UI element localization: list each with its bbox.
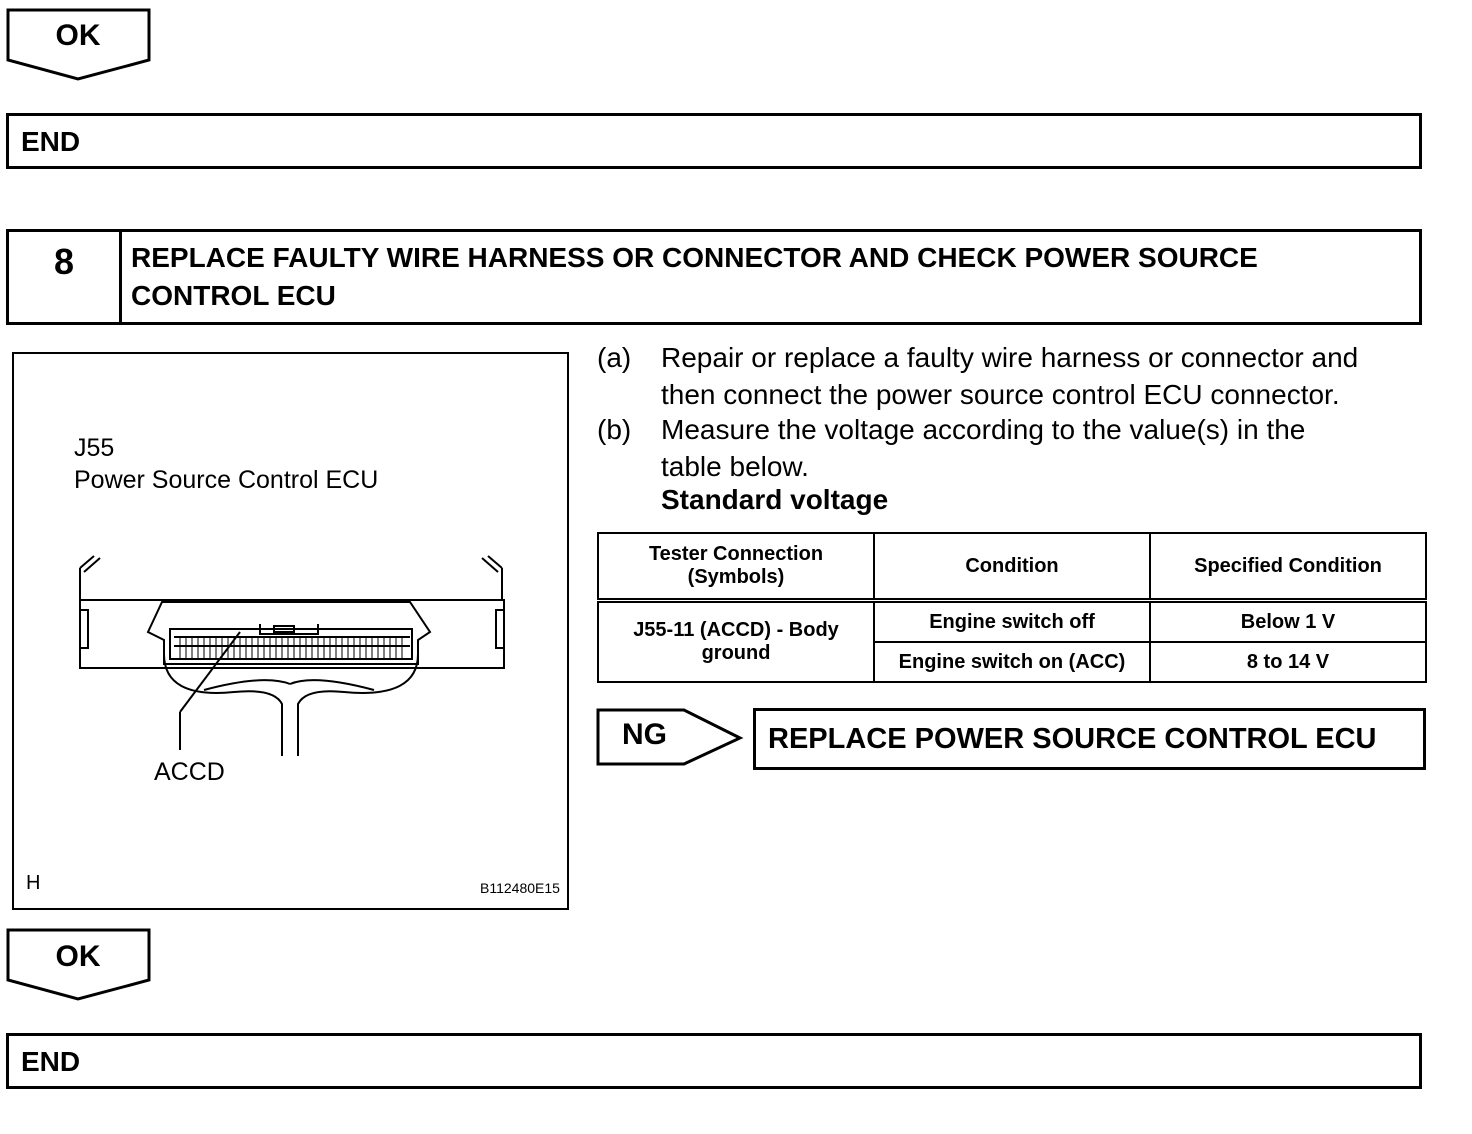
instruction-b-label: (b) xyxy=(597,414,632,445)
header-connection-line1: Tester Connection xyxy=(648,543,824,565)
table-header-row: Tester Connection (Symbols) Condition Sp… xyxy=(597,532,1427,603)
table-row: J55-11 (ACCD) - Body ground Engine switc… xyxy=(597,599,1427,683)
end-label-bottom: END xyxy=(21,1046,81,1077)
table-row: Engine switch on (ACC) 8 to 14 V xyxy=(598,641,1427,683)
ok-label-top: OK xyxy=(55,19,101,52)
ok-arrow-top xyxy=(6,8,151,81)
connection-line2: ground xyxy=(701,642,771,664)
table-header-specified: Specified Condition xyxy=(1149,532,1427,603)
table-cell-specified: Below 1 V xyxy=(1149,599,1427,643)
instruction-a: (a) Repair or replace a faulty wire harn… xyxy=(597,339,1427,413)
standard-voltage-heading: Standard voltage xyxy=(661,484,889,515)
step-number: 8 xyxy=(9,232,122,322)
connector-figure: J55 Power Source Control ECU xyxy=(12,352,569,910)
step-header: 8 REPLACE FAULTY WIRE HARNESS OR CONNECT… xyxy=(6,229,1422,325)
ok-label-bottom: OK xyxy=(55,940,101,973)
ng-result-box: REPLACE POWER SOURCE CONTROL ECU xyxy=(753,708,1426,770)
connector-id: J55 xyxy=(74,434,115,462)
end-box-top: END xyxy=(6,113,1422,169)
instruction-a-label: (a) xyxy=(597,342,632,373)
spec-table: Tester Connection (Symbols) Condition Sp… xyxy=(597,532,1427,683)
end-label-top: END xyxy=(21,126,81,157)
instruction-b: (b) Measure the voltage according to the… xyxy=(597,411,1427,485)
step-title-line1: REPLACE FAULTY WIRE HARNESS OR CONNECTOR… xyxy=(131,242,1258,273)
table-header-connection: Tester Connection (Symbols) xyxy=(597,532,875,603)
step-title: REPLACE FAULTY WIRE HARNESS OR CONNECTOR… xyxy=(131,239,1391,315)
ok-arrow-bottom xyxy=(6,928,151,1001)
end-box-bottom: END xyxy=(6,1033,1422,1089)
terminal-label-accd: ACCD xyxy=(154,758,225,786)
instruction-b-line1: Measure the voltage according to the val… xyxy=(661,414,1306,445)
component-name: Power Source Control ECU xyxy=(74,466,379,494)
corner-letter: H xyxy=(26,872,41,894)
ng-arrow xyxy=(596,708,744,766)
table-cell-condition: Engine switch on (ACC) xyxy=(873,641,1151,683)
instruction-a-line1: Repair or replace a faulty wire harness … xyxy=(661,342,1359,373)
connection-line1: J55-11 (ACCD) - Body xyxy=(633,619,839,641)
figure-code: B112480E15 xyxy=(480,880,560,896)
table-cell-connection: J55-11 (ACCD) - Body ground xyxy=(597,599,875,683)
table-cell-condition: Engine switch off xyxy=(873,599,1151,643)
ng-result-text: REPLACE POWER SOURCE CONTROL ECU xyxy=(768,723,1377,755)
instruction-b-line2: table below. xyxy=(661,451,809,482)
instruction-a-line2: then connect the power source control EC… xyxy=(661,379,1340,410)
table-header-condition: Condition xyxy=(873,532,1151,603)
table-cell-specified: 8 to 14 V xyxy=(1149,641,1427,683)
ecu-connector-drawing xyxy=(79,555,505,756)
step-title-line2: CONTROL ECU xyxy=(131,280,336,311)
ng-label: NG xyxy=(622,718,667,751)
header-connection-line2: (Symbols) xyxy=(687,566,785,588)
